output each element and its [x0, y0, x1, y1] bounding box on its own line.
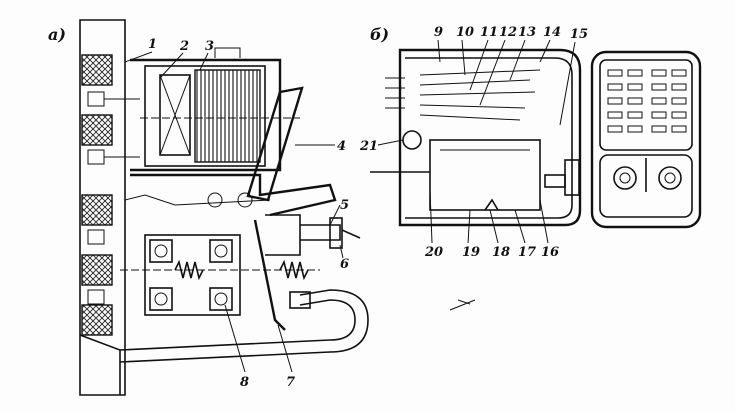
panel-b-drawing — [370, 48, 582, 227]
label-10: 10 — [456, 25, 474, 40]
label-11: 11 — [480, 25, 498, 40]
stray-mark — [449, 299, 476, 311]
label-5: 5 — [340, 198, 349, 213]
label-3: 3 — [205, 39, 214, 54]
label-1: 1 — [148, 37, 157, 52]
panel-b-title: б) — [370, 25, 389, 44]
label-18: 18 — [492, 245, 510, 260]
label-14: 14 — [543, 25, 561, 40]
panel-a-title: а) — [48, 25, 66, 44]
front-view-drawing — [590, 50, 702, 229]
leader-lines — [124, 39, 576, 373]
label-7: 7 — [286, 375, 295, 390]
label-6: 6 — [340, 257, 349, 272]
label-16: 16 — [541, 245, 559, 260]
label-15: 15 — [570, 27, 588, 42]
label-9: 9 — [434, 25, 443, 40]
label-2: 2 — [179, 39, 189, 54]
label-12: 12 — [499, 25, 517, 40]
label-13: 13 — [518, 25, 536, 40]
panel-a-drawing — [79, 19, 369, 396]
label-8: 8 — [240, 375, 249, 390]
label-17: 17 — [518, 245, 536, 260]
label-19: 19 — [462, 245, 480, 260]
label-20: 20 — [424, 245, 443, 260]
label-4: 4 — [337, 139, 346, 154]
label-21: 21 — [359, 139, 378, 154]
